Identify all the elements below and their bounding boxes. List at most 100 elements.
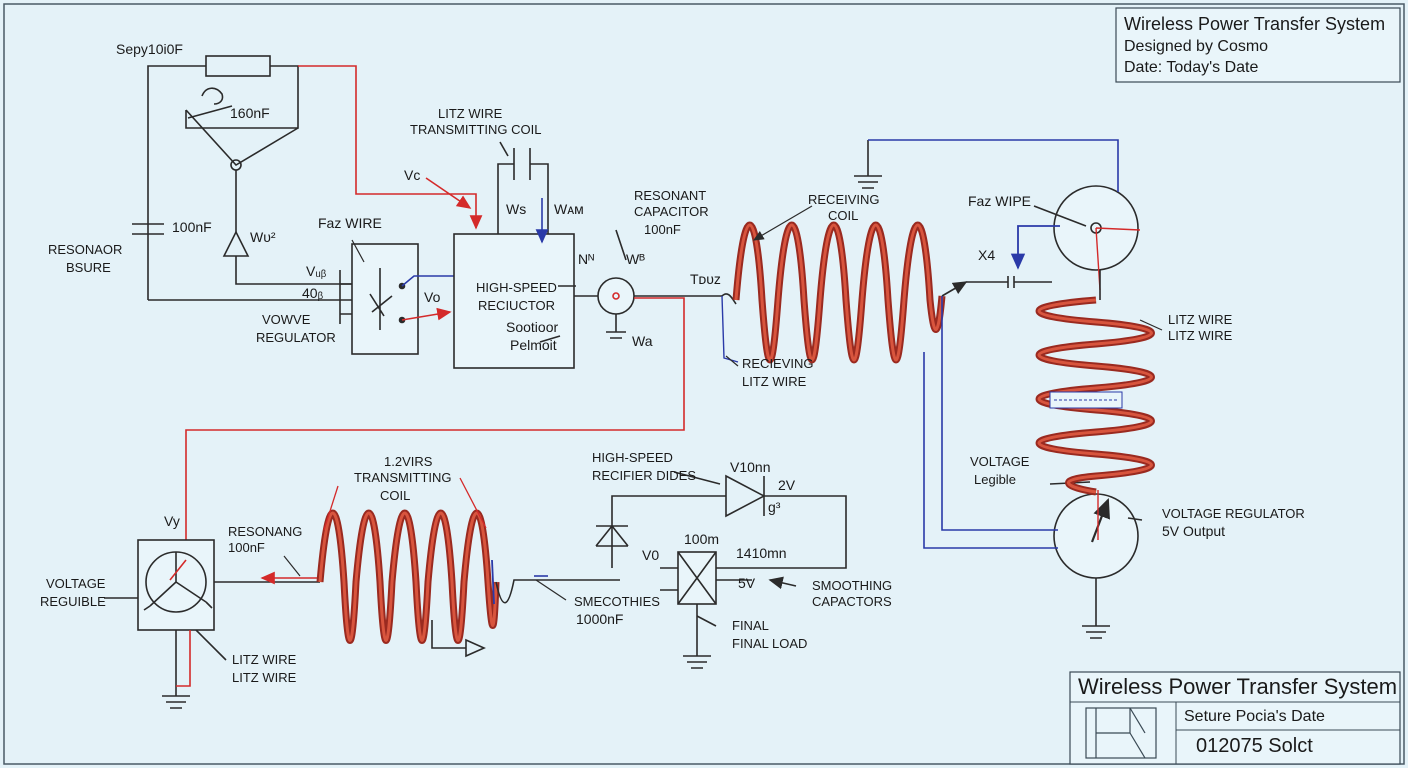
label-vowe-2: REGULATOR [256, 330, 336, 345]
recv-coil-pointer [752, 205, 813, 241]
buffer-symbol [222, 230, 250, 257]
label-tx12-1: 1.2VIRS [384, 454, 433, 469]
blue-wire-top-right [868, 139, 1119, 192]
label-vowe-1: VOWVE [262, 312, 311, 327]
label-res-cap-2: CAPACITOR [634, 204, 709, 219]
label-resonang-2: 100nF [228, 540, 265, 555]
label-volt-leg-1: VOLTAGE [970, 454, 1030, 469]
resonant-capacitor-node [574, 229, 722, 339]
label-hs-4: Pelmoit [510, 337, 557, 353]
label-litz-tx-1: LITZ WIRE [438, 106, 503, 121]
regulator-box [339, 243, 419, 355]
blue-wire-reg [401, 275, 454, 287]
label-final-2: FINAL LOAD [732, 636, 807, 651]
label-recv-litz-2: LITZ WIRE [742, 374, 807, 389]
vc-arrow [425, 177, 472, 209]
label-x4: X4 [978, 247, 995, 263]
label-v5: 5V [738, 575, 756, 591]
label-smeoth-1: SMECOTHIES [574, 594, 660, 609]
label-litz-r-2: LITZ WIRE [1168, 328, 1233, 343]
sheet-border [3, 3, 1405, 765]
label-w-b: Wᴮ [626, 251, 645, 267]
bottom-block-title: Wireless Power Transfer System [1078, 674, 1397, 699]
label-cap-100: 100nF [172, 219, 212, 235]
faz-wire-pointer [351, 239, 365, 263]
vertical-litz-coil [1035, 296, 1155, 496]
label-volt-reg-1: VOLTAGE [46, 576, 106, 591]
label-volt-reg-2: REGUIBLE [40, 594, 106, 609]
label-setup: Sepy10i0F [116, 41, 183, 57]
bottom-transmitting-coil [316, 477, 620, 658]
oscillator-section [132, 55, 352, 301]
label-w-u: Wυ² [250, 229, 276, 245]
recv-litz-pointer [725, 355, 739, 367]
rectifier-section [595, 471, 847, 669]
label-res-cap-1: RESONANT [634, 188, 706, 203]
label-v-40: 40ᵦ [302, 285, 324, 301]
label-rect-2: RECIFIER DIDES [592, 468, 696, 483]
output-triangle [465, 638, 486, 658]
label-litz-tx-2: TRANSMITTING COIL [410, 122, 541, 137]
label-faz-wipe: Faz WIPE [968, 193, 1031, 209]
label-resonang-1: RESONANG [228, 524, 302, 539]
label-litz-b-2: LITZ WIRE [232, 670, 297, 685]
label-t-duz: Tᴅᴜᴢ [690, 271, 721, 287]
labels: Sepy10i0F 160nF 100nF RESONAOR BSURE Wυ²… [40, 41, 1305, 685]
label-faz-wire: Faz WIRE [318, 215, 382, 231]
title-block: Wireless Power Transfer System Designed … [1115, 7, 1401, 83]
label-vc: Vc [404, 167, 420, 183]
label-resonator-2: BSURE [66, 260, 111, 275]
label-hs-1: HIGH-SPEED [476, 280, 557, 295]
blue-wire-x4 [1010, 225, 1060, 270]
blue-wire-right-rail-1 [941, 296, 1058, 531]
label-volt-leg-2: Legible [974, 472, 1016, 487]
label-smeoth-2: 1000nF [576, 611, 623, 627]
receiving-coil [721, 221, 968, 364]
label-v0: V0 [642, 547, 659, 563]
label-v10nn: V10nn [730, 459, 770, 475]
label-vreg-out-2: 5V Output [1162, 523, 1225, 539]
label-resonator-1: RESONAOR [48, 242, 122, 257]
label-smooth-cap-2: CAPACTORS [812, 594, 892, 609]
label-vo: Vo [424, 289, 441, 305]
bottom-block-logo [1085, 707, 1157, 759]
vreg-needle [1090, 497, 1110, 543]
resistor-top [205, 55, 271, 77]
diode-symbol [725, 474, 766, 518]
label-litz-b-1: LITZ WIRE [232, 652, 297, 667]
resonang-pointer [283, 555, 301, 577]
label-res-cap-3: 100nF [644, 222, 681, 237]
label-w-am: Wᴀᴍ [554, 201, 584, 217]
label-final-1: FINAL [732, 618, 769, 633]
label-tx12-3: COIL [380, 488, 410, 503]
title-block-date: Date: Today's Date [1124, 59, 1258, 76]
red-wire-top [298, 65, 483, 230]
label-m1410: 1410mn [736, 545, 787, 561]
label-smooth-cap-1: SMOOTHING [812, 578, 892, 593]
bottom-block-subtitle: Seture Pocia's Date [1184, 708, 1325, 725]
bottom-title-block: Wireless Power Transfer System Seture Po… [1069, 671, 1401, 765]
label-recv-litz-1: RECIEVING [742, 356, 814, 371]
high-speed-module [453, 141, 576, 369]
red-wire-reg [401, 307, 452, 321]
label-v2: 2V [778, 477, 796, 493]
label-n-n: Nᴺ [578, 251, 594, 267]
label-v-tb: Vᵤᵦ [306, 263, 327, 279]
bottom-left-regulator [104, 539, 320, 709]
label-tx12-2: TRANSMITTING [354, 470, 452, 485]
red-wire-bottom-left [169, 559, 191, 687]
label-hs-3: Sootioor [506, 319, 558, 335]
label-w-s: Ws [506, 201, 526, 217]
bottom-block-number: 012075 Solct [1196, 735, 1313, 757]
label-recv-coil-2: COIL [828, 208, 858, 223]
title-block-title: Wireless Power Transfer System [1124, 14, 1385, 34]
red-wire-return [185, 297, 685, 560]
label-g3: g³ [768, 499, 781, 515]
label-cap-160: 160nF [230, 105, 270, 121]
label-hs-2: RECIUCTOR [478, 298, 555, 313]
title-block-designer: Designed by Cosmo [1124, 38, 1268, 55]
blue-wire-right-rail-2 [923, 352, 1058, 549]
label-litz-r-1: LITZ WIRE [1168, 312, 1233, 327]
label-m100: 100m [684, 531, 719, 547]
